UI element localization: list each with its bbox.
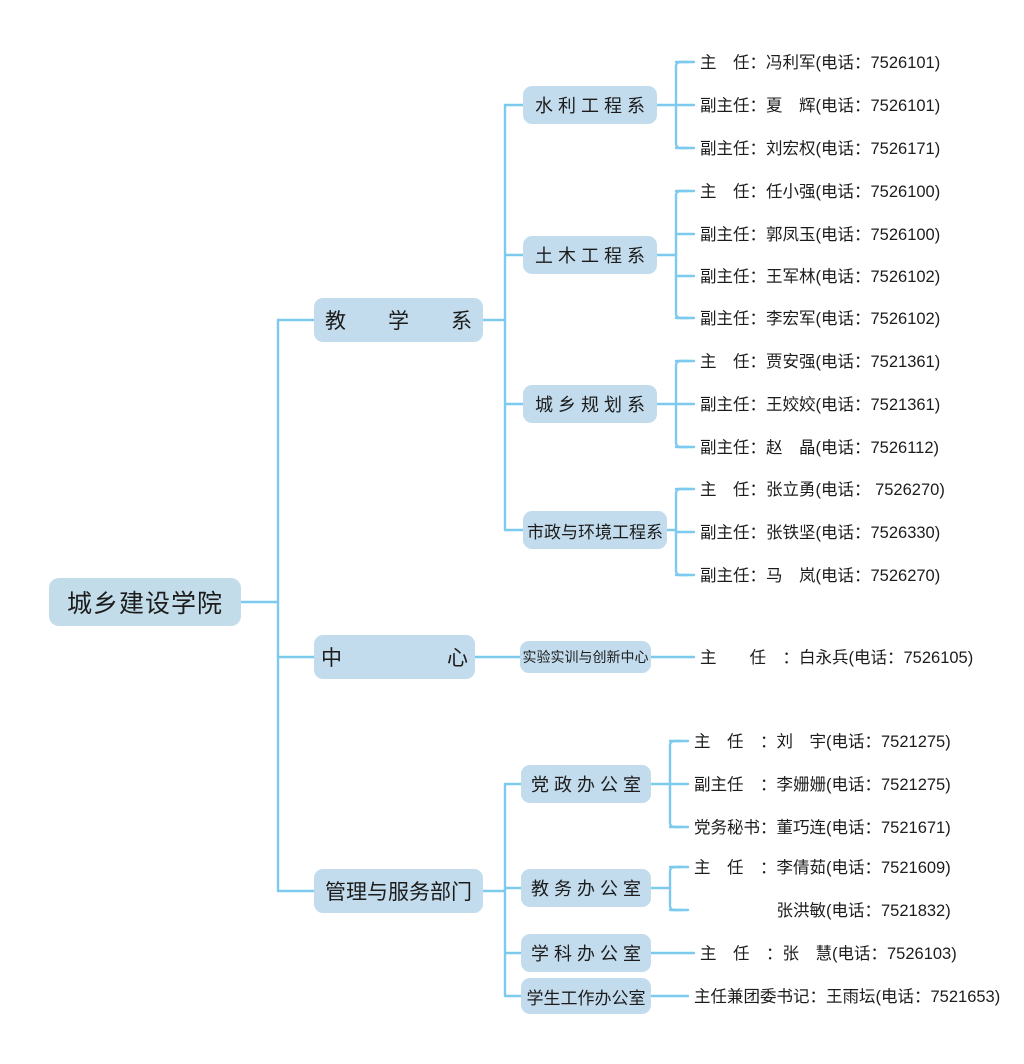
leaf-member: 主 任 ：李倩茹(电话：7521609) (694, 860, 951, 877)
leaf-member-text: 副主任 ：李姗姗(电话：7521275) (694, 776, 951, 794)
leaf-member-text: 副主任：夏 辉(电话：7526101) (700, 97, 941, 115)
node-dept-experiment-training-innovation-center[interactable]: 实验实训与创新中心 (520, 641, 651, 673)
leaf-member: 副主任：王军林(电话：7526102) (700, 269, 940, 286)
node-dept-party-admin-office[interactable]: 党 政 办 公 室 (521, 765, 651, 803)
leaf-member-text: 主 任 ：白永兵(电话：7526105) (700, 649, 974, 667)
link-municipal-bracket (674, 487, 690, 577)
node-dept-party-admin-office-label: 党 政 办 公 室 (530, 775, 641, 795)
node-root-label: 城乡建设学院 (66, 590, 223, 618)
node-root[interactable]: 城乡建设学院 (49, 578, 241, 626)
node-branch-teaching-label: 教 学 系 (325, 310, 472, 333)
leaf-member: 副主任：赵 晶(电话：7526112) (700, 440, 939, 457)
node-dept-discipline-office-label: 学 科 办 公 室 (530, 944, 641, 964)
leaf-member: 副主任 ：李姗姗(电话：7521275) (694, 777, 951, 794)
node-branch-center-label: 中 心 (321, 647, 468, 670)
leaf-member-text: 副主任：王姣姣(电话：7521361) (700, 396, 941, 414)
leaf-member-text: 主 任 ：李倩茹(电话：7521609) (694, 859, 951, 877)
node-dept-urban-rural-planning-label: 城 乡 规 划 系 (534, 395, 645, 415)
leaf-member: 主 任：任小强(电话：7526100) (700, 184, 940, 201)
leaf-member: 主 任：张立勇(电话： 7526270) (700, 482, 945, 499)
node-dept-civil-engineering-label: 土 木 工 程 系 (534, 246, 645, 266)
link-party-bracket (668, 739, 684, 829)
leaf-member-text: 副主任：张铁坚(电话：7526330) (700, 524, 941, 542)
leaf-member: 副主任：郭凤玉(电话：7526100) (700, 227, 940, 244)
node-dept-civil-engineering[interactable]: 土 木 工 程 系 (523, 236, 657, 274)
leaf-member: 主 任：贾安强(电话：7521361) (700, 354, 940, 371)
leaf-member: 主 任：冯利军(电话：7526101) (700, 55, 940, 72)
leaf-member: 副主任：李宏军(电话：7526102) (700, 311, 940, 328)
node-dept-urban-rural-planning[interactable]: 城 乡 规 划 系 (523, 385, 657, 423)
node-dept-water-conservancy[interactable]: 水 利 工 程 系 (523, 86, 657, 124)
leaf-member-text: 副主任：郭凤玉(电话：7526100) (700, 226, 941, 244)
leaf-member: 副主任：刘宏权(电话：7526171) (700, 141, 940, 158)
leaf-member: 主 任 ：张 慧(电话：7526103) (700, 946, 957, 963)
leaf-member: 党务秘书：董巧连(电话：7521671) (694, 820, 951, 837)
link-water-bracket (674, 60, 690, 150)
node-dept-municipal-environmental-label: 市政与环境工程系 (527, 522, 663, 542)
leaf-member: 副主任：夏 辉(电话：7526101) (700, 98, 940, 115)
leaf-member-text: 主 任 ：张 慧(电话：7526103) (700, 945, 957, 963)
node-dept-discipline-office[interactable]: 学 科 办 公 室 (521, 934, 651, 972)
leaf-member-text: 副主任：赵 晶(电话：7526112) (700, 439, 940, 457)
leaf-member: 副主任：王姣姣(电话：7521361) (700, 397, 940, 414)
node-dept-academic-affairs-office[interactable]: 教 务 办 公 室 (521, 869, 651, 907)
leaf-member-text: 主 任 ：刘 宇(电话：7521275) (694, 733, 951, 751)
link-civil-bracket (674, 189, 690, 320)
node-dept-municipal-environmental[interactable]: 市政与环境工程系 (523, 511, 667, 549)
node-dept-water-conservancy-label: 水 利 工 程 系 (534, 96, 645, 116)
leaf-member-text: 主 任：任小强(电话：7526100) (700, 183, 941, 201)
leaf-member: 主 任 ：白永兵(电话：7526105) (700, 650, 973, 667)
leaf-member: 张洪敏(电话：7521832) (694, 903, 951, 920)
leaf-member: 副主任：张铁坚(电话：7526330) (700, 525, 940, 542)
link-planning-bracket (674, 359, 690, 449)
node-branch-management-label: 管理与服务部门 (325, 881, 472, 904)
leaf-member-text: 主 任：张立勇(电话： 7526270) (700, 481, 945, 499)
node-dept-academic-affairs-office-label: 教 务 办 公 室 (530, 879, 641, 899)
link-academic-bracket (668, 865, 684, 912)
leaf-member-text: 副主任：刘宏权(电话：7526171) (700, 140, 941, 158)
node-dept-student-affairs-office[interactable]: 学生工作办公室 (521, 978, 651, 1014)
leaf-member: 主任兼团委书记：王雨坛(电话：7521653) (694, 989, 1000, 1006)
leaf-member-text: 主任兼团委书记：王雨坛(电话：7521653) (694, 988, 1001, 1006)
node-branch-center[interactable]: 中 心 (314, 635, 475, 679)
node-dept-student-affairs-office-label: 学生工作办公室 (526, 988, 646, 1008)
leaf-member-text: 主 任：贾安强(电话：7521361) (700, 353, 941, 371)
leaf-member: 副主任：马 岚(电话：7526270) (700, 568, 940, 585)
leaf-member-text: 张洪敏(电话：7521832) (694, 902, 951, 920)
node-branch-teaching[interactable]: 教 学 系 (314, 298, 483, 342)
leaf-member-text: 副主任：马 岚(电话：7526270) (700, 567, 941, 585)
node-dept-experiment-training-innovation-center-label: 实验实训与创新中心 (522, 649, 649, 665)
node-branch-management[interactable]: 管理与服务部门 (314, 869, 483, 913)
leaf-member-text: 党务秘书：董巧连(电话：7521671) (694, 819, 951, 837)
leaf-member: 主 任 ：刘 宇(电话：7521275) (694, 734, 951, 751)
leaf-member-text: 副主任：王军林(电话：7526102) (700, 268, 941, 286)
leaf-member-text: 副主任：李宏军(电话：7526102) (700, 310, 941, 328)
leaf-member-text: 主 任：冯利军(电话：7526101) (700, 54, 941, 72)
